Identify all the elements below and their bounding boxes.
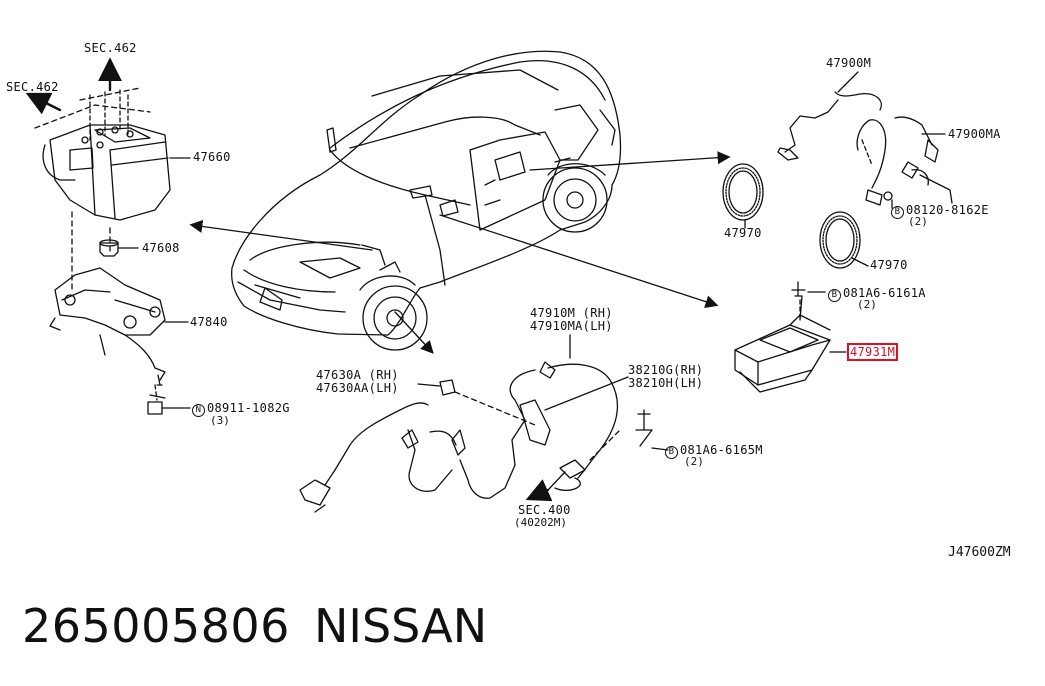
front-sensor-illustration [299, 334, 669, 513]
part-47900ma-label: 47900MA [948, 127, 1001, 141]
part-47970-label-b: 47970 [870, 258, 908, 272]
footer-brand: NISSAN [314, 599, 488, 653]
part-47931m-label[interactable]: 47931M [847, 343, 899, 361]
abs-actuator-illustration [25, 57, 191, 415]
part-47608-label: 47608 [142, 241, 180, 255]
leader-arrows [189, 151, 731, 354]
part-47660-label: 47660 [193, 150, 231, 164]
part-081a6-6161a-qty: (2) [857, 298, 877, 311]
b-marker: B [665, 446, 678, 459]
diagram-id: J47600ZM [948, 545, 1011, 560]
part-47910ma-label: 47910MA(LH) [530, 319, 613, 333]
part-38210h-label: 38210H(LH) [628, 376, 704, 390]
part-47931m-highlight[interactable]: 47931M [847, 343, 899, 361]
part-47900m-label: 47900M [826, 56, 872, 70]
vehicle-illustration [230, 50, 622, 351]
part-38210g-label: 38210G(RH) [628, 363, 704, 377]
b-marker: B [828, 289, 841, 302]
part-47910m-label: 47910M (RH) [530, 306, 613, 320]
yaw-sensor-illustration [734, 281, 847, 393]
rear-sensor-illustration [777, 71, 953, 209]
n-marker: N [192, 404, 205, 417]
part-081a6-6165m-qty: (2) [684, 455, 704, 468]
sec400-sub-label: (40202M) [514, 516, 567, 529]
b-marker: B [891, 206, 904, 219]
part-47970-label-a: 47970 [724, 226, 762, 240]
part-08120-qty: (2) [908, 215, 928, 228]
part-47630a-label: 47630A (RH) [316, 368, 399, 382]
sec462-left-label: SEC.462 [6, 80, 59, 94]
part-08911-qty: (3) [210, 414, 230, 427]
part-47630aa-label: 47630AA(LH) [316, 381, 399, 395]
part-47840-label: 47840 [190, 315, 228, 329]
footer-part-number: 265005806 [22, 599, 290, 653]
sec462-top-label: SEC.462 [84, 41, 137, 55]
sec400-label: SEC.400 [518, 503, 571, 517]
tone-ring-illustration [722, 163, 869, 269]
